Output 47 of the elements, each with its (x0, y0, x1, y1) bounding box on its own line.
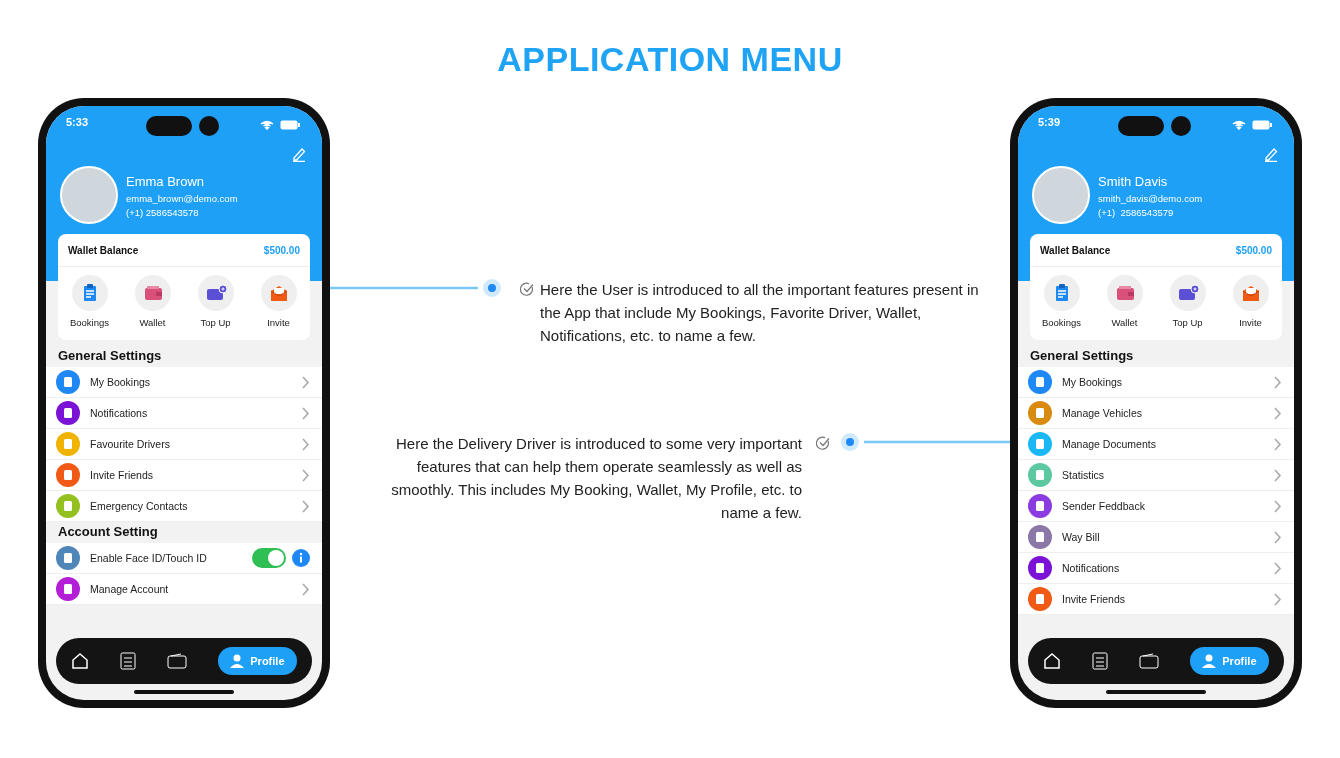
menu-item-label: My Bookings (90, 376, 151, 388)
balance-amount: $500.00 (263, 244, 300, 256)
section-heading: General Settings (1029, 347, 1135, 365)
menu-item-label: Manage Vehicles (1062, 407, 1142, 419)
menu-item-label: Notifications (1062, 562, 1120, 574)
quick-action-label: Bookings (1041, 317, 1082, 328)
quick-action-label: Top Up (1172, 317, 1203, 328)
quick-action-label: Bookings (69, 317, 110, 328)
menu-item-label: Way Bill (1062, 531, 1100, 543)
description-text: Here the User is introduced to all the important features present in the App that include My Bookings, Favorite Driver, Wallet, Notifications, etc. to name a few. (540, 280, 980, 346)
profile-tab: Profile (218, 647, 297, 675)
phone-number: (+1) 2586543579 (1098, 207, 1175, 218)
menu-item-label: Invite Friends (90, 469, 154, 481)
phone-mockup (38, 98, 330, 708)
section-heading: General Settings (57, 347, 163, 365)
quick-action-label: Wallet (1111, 317, 1138, 328)
phone-number: (+1) 2586543578 (126, 207, 200, 218)
balance-label: Wallet Balance (68, 244, 139, 256)
user-email: emma_brown@demo.com (126, 193, 238, 204)
status-time: 5:33 (66, 116, 89, 128)
menu-item-label: My Bookings (1062, 376, 1123, 388)
user-name: Smith Davis (1098, 174, 1169, 189)
quick-action-label: Wallet (139, 317, 166, 328)
page-title: APPLICATION MENU (496, 40, 844, 79)
quick-action-label: Invite (1239, 317, 1262, 328)
quick-action-label: Top Up (200, 317, 231, 328)
leader-line (864, 440, 1010, 444)
leader-line (330, 286, 478, 290)
menu-item-label: Sender Feddback (1062, 500, 1145, 512)
profile-tab: Profile (1190, 647, 1269, 675)
menu-item-label: Notifications (90, 407, 148, 419)
menu-item-label: Statistics (1062, 469, 1104, 481)
user-name: Emma Brown (126, 174, 206, 189)
balance-label: Wallet Balance (1040, 244, 1111, 256)
menu-item-label: Manage Account (90, 583, 169, 595)
section-heading: Account Setting (57, 523, 159, 541)
menu-item-label: Manage Documents (1062, 438, 1156, 450)
user-email: smith_davis@demo.com (1098, 193, 1203, 204)
description-text: Here the Delivery Driver is introduced to some very important features that can help them operate seamlessly as well as smoothly. This includes My Booking, Wallet, My Profile, etc. to name a few. (390, 434, 802, 523)
status-time: 5:39 (1038, 116, 1061, 128)
menu-item-label: Favourite Drivers (90, 438, 170, 450)
quick-action-label: Invite (267, 317, 290, 328)
phone-mockup (1010, 98, 1302, 708)
balance-amount: $500.00 (1235, 244, 1272, 256)
menu-item-label: Emergency Contacts (90, 500, 188, 512)
menu-item-label: Enable Face ID/Touch ID (90, 552, 207, 564)
menu-item-label: Invite Friends (1062, 593, 1126, 605)
